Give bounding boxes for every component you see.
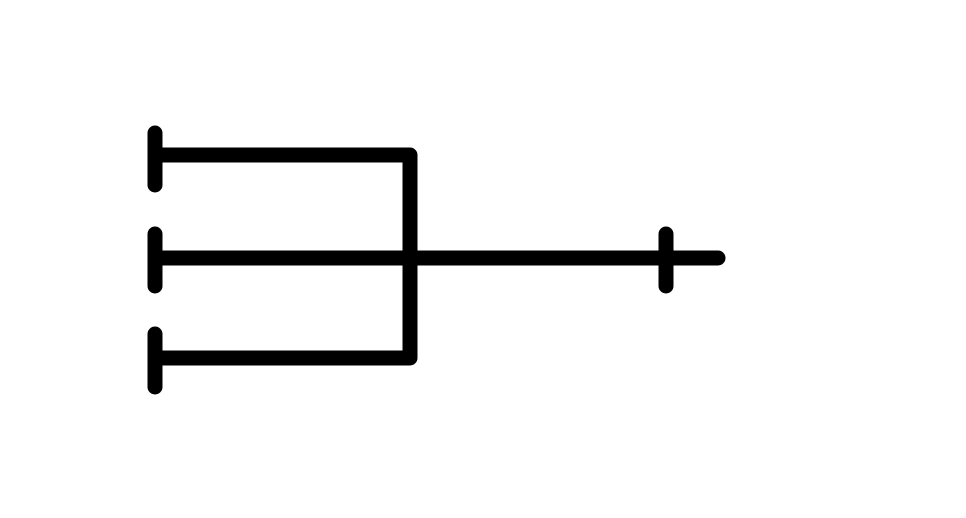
input-bottom-wire: [147, 250, 418, 366]
input-top-wire: [147, 147, 418, 266]
diagram-strokes: [147, 125, 726, 395]
